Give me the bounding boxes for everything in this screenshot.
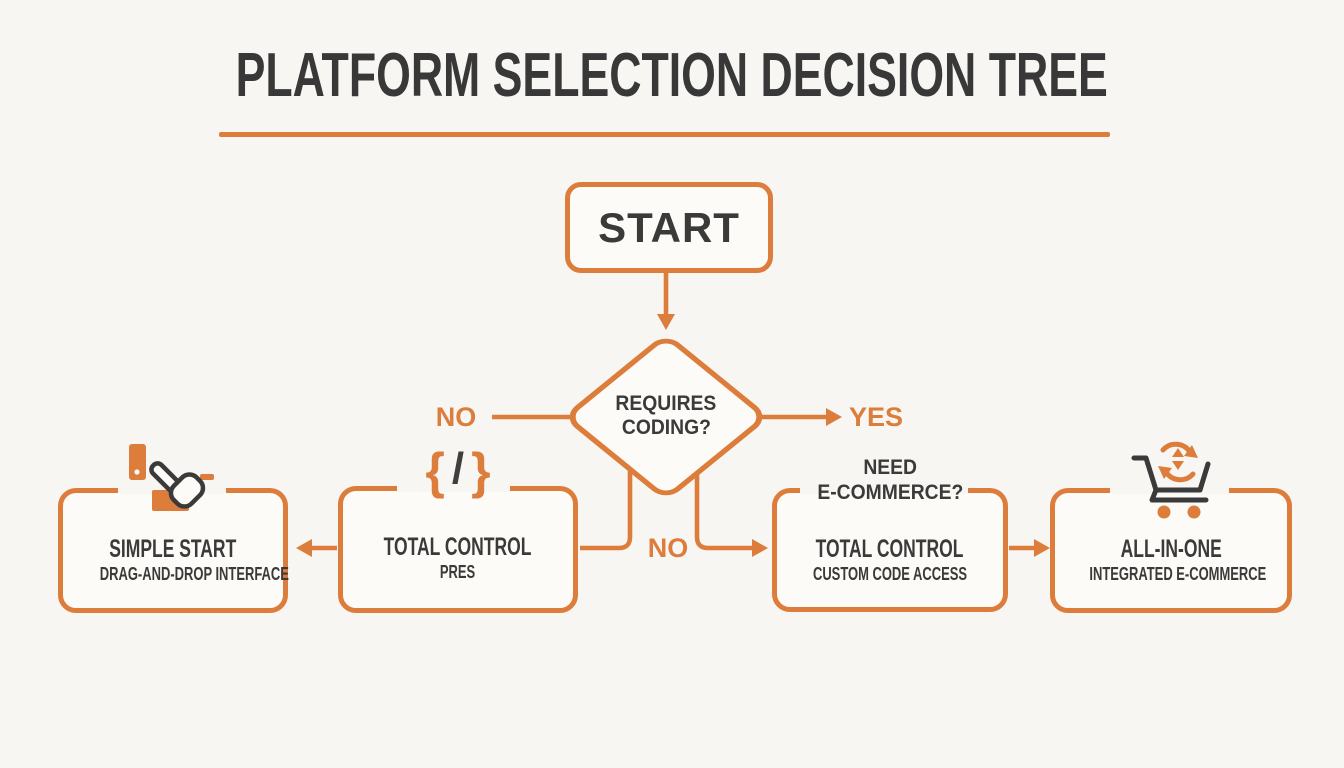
branch-label-yes: YES bbox=[849, 402, 904, 432]
page-title: PLATFORM SELECTION DECISION TREE bbox=[0, 40, 1344, 111]
arrowhead-left-icon bbox=[296, 539, 312, 557]
arrowhead-right-yes-icon bbox=[826, 408, 842, 426]
no-down-right-leg bbox=[694, 445, 752, 551]
outcome-title: TOTAL CONTROL bbox=[816, 535, 964, 563]
need-ecommerce-header: NEED E-COMMERCE? bbox=[817, 456, 963, 504]
title-underline bbox=[219, 132, 1110, 137]
branch-label-no-left: NO bbox=[435, 402, 477, 432]
outcome-subtitle: CUSTOM CODE ACCESS bbox=[812, 564, 968, 584]
close-brace-glyph: } bbox=[471, 443, 491, 499]
outcome-box-custom-code: TOTAL CONTROL CUSTOM CODE ACCESS bbox=[772, 488, 1008, 612]
open-brace-glyph: { bbox=[425, 443, 445, 499]
outcome-title: SIMPLE START bbox=[109, 535, 237, 563]
ecommerce-sync-cart-icon bbox=[1131, 441, 1211, 519]
border-gap-mask bbox=[397, 481, 510, 492]
no-down-left-leg bbox=[580, 445, 633, 551]
outcome-title: ALL-IN-ONE bbox=[1120, 535, 1222, 563]
border-gap-mask bbox=[800, 483, 968, 494]
start-node: START bbox=[565, 182, 773, 273]
outcome-subtitle: DRAG-AND-DROP INTERFACE bbox=[99, 564, 289, 584]
decision-label: REQUIRES CODING? bbox=[615, 392, 717, 439]
outcome-subtitle: PRES bbox=[440, 562, 476, 582]
arrowhead-down-icon bbox=[657, 314, 675, 330]
branch-label-no-down: NO bbox=[647, 533, 689, 563]
outcome-subtitle: INTEGRATED E-COMMERCE bbox=[1089, 564, 1267, 584]
code-brackets-icon: { / } bbox=[338, 440, 578, 502]
arrowhead-right-no-icon bbox=[752, 539, 768, 557]
page-title-text: PLATFORM SELECTION DECISION TREE bbox=[235, 41, 1109, 110]
start-label: START bbox=[598, 203, 740, 251]
drag-drop-hand-icon bbox=[129, 444, 214, 511]
arrowhead-right-icon bbox=[1034, 539, 1050, 557]
slash-glyph: / bbox=[451, 444, 465, 493]
decision-diamond bbox=[569, 338, 763, 496]
outcome-title: TOTAL CONTROL bbox=[384, 533, 532, 561]
outcome-box-total-control: TOTAL CONTROL PRES bbox=[338, 486, 578, 613]
